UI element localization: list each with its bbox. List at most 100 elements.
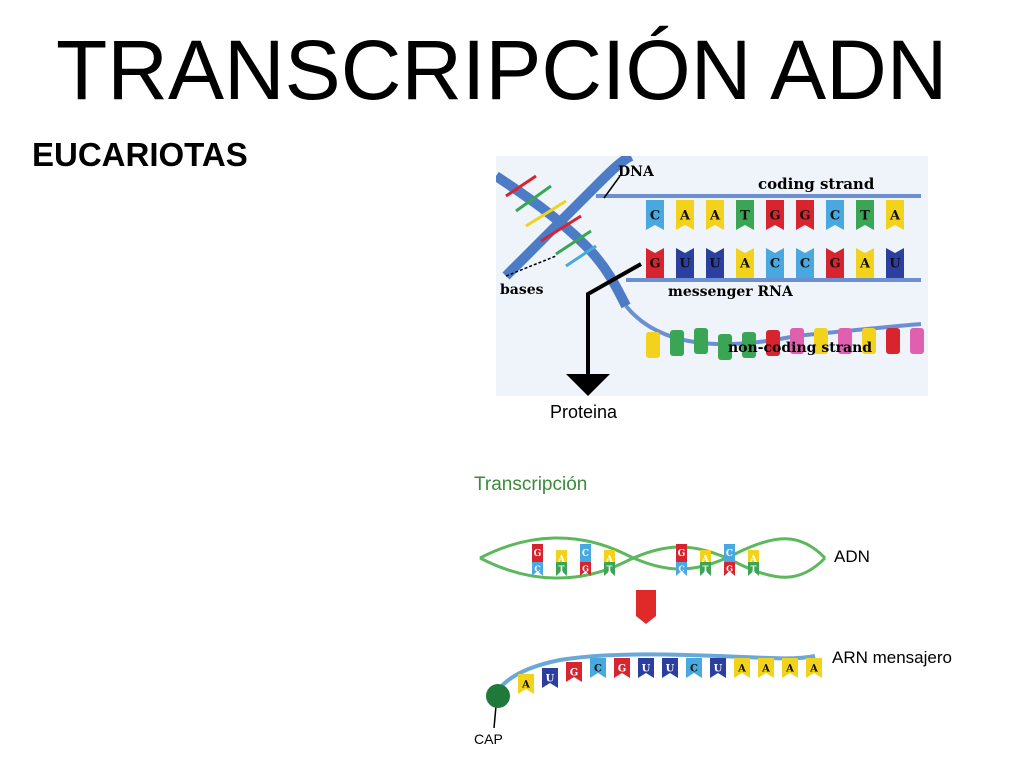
dna-base-bottom: T — [748, 562, 759, 576]
noncoding-base — [886, 328, 900, 354]
noncoding-base — [646, 332, 660, 358]
mrna-base: A — [782, 658, 798, 678]
noncoding-base — [862, 328, 876, 354]
svg-text:A: A — [809, 663, 818, 674]
dna-base-bottom: G — [580, 562, 591, 576]
noncoding-base — [742, 332, 756, 358]
mrna-base: U — [710, 658, 726, 678]
dna-double-helix — [479, 536, 827, 580]
svg-text:A: A — [785, 663, 794, 674]
arrow-to-protein — [566, 262, 642, 396]
mrna-bases: A U G C G U U C U A A A A — [518, 658, 822, 694]
noncoding-strand-bases — [646, 328, 924, 360]
noncoding-base — [910, 328, 924, 354]
svg-text:U: U — [714, 663, 723, 674]
svg-text:A: A — [749, 555, 758, 565]
noncoding-base — [766, 330, 780, 356]
noncoding-base — [790, 328, 804, 354]
coding-base: C — [826, 200, 844, 230]
coding-base: G — [796, 200, 814, 230]
svg-text:G: G — [534, 549, 542, 559]
svg-text:G: G — [678, 549, 686, 559]
label-noncoding-strand: non-coding strand — [728, 340, 872, 356]
svg-text:G: G — [726, 564, 733, 574]
noncoding-base — [814, 328, 828, 354]
svg-text:C: C — [650, 208, 660, 223]
noncoding-base — [694, 328, 708, 354]
svg-text:G: G — [582, 564, 589, 574]
dna-helix — [496, 156, 634, 309]
noncoding-base — [838, 328, 852, 354]
svg-text:G: G — [618, 663, 627, 674]
slide-title: TRANSCRIPCIÓN ADN — [56, 23, 948, 117]
slide-subtitle: EUCARIOTAS — [32, 136, 248, 173]
svg-text:C: C — [582, 549, 589, 559]
label-dna: DNA — [618, 164, 655, 180]
svg-text:T: T — [860, 208, 870, 223]
svg-text:A: A — [761, 663, 770, 674]
svg-text:T: T — [751, 564, 757, 574]
svg-text:U: U — [642, 663, 651, 674]
svg-text:G: G — [799, 208, 810, 223]
label-protein: Proteina — [550, 402, 618, 422]
dna-base-bottom: G — [724, 562, 735, 576]
dna-base-top: G — [532, 544, 543, 562]
svg-text:G: G — [649, 256, 660, 271]
svg-text:C: C — [690, 663, 698, 674]
mrna-base: U — [662, 658, 678, 678]
svg-text:C: C — [594, 663, 602, 674]
label-coding-strand: coding strand — [758, 175, 875, 193]
label-adn: ADN — [834, 547, 870, 566]
transcription-arrow — [636, 590, 656, 624]
mrna-base: A — [736, 248, 754, 278]
mrna-base: U — [638, 658, 654, 678]
label-arn-mensajero: ARN mensajero — [832, 648, 952, 667]
coding-base: G — [766, 200, 784, 230]
svg-text:A: A — [739, 256, 751, 271]
svg-text:G: G — [570, 667, 579, 678]
svg-text:A: A — [737, 663, 746, 674]
dna-base-top: C — [580, 544, 591, 562]
svg-text:U: U — [546, 673, 555, 684]
svg-text:T: T — [740, 208, 750, 223]
mrna-base: C — [796, 248, 814, 278]
mrna-base: G — [614, 658, 630, 678]
mrna-base: U — [676, 248, 694, 278]
dna-base-bottom: T — [604, 562, 615, 576]
coding-base: A — [706, 200, 724, 230]
svg-text:C: C — [830, 208, 840, 223]
mrna-base: C — [590, 658, 606, 678]
label-messenger-rna: messenger RNA — [668, 284, 794, 300]
svg-text:G: G — [829, 256, 840, 271]
dna-base-bottom: T — [700, 562, 711, 576]
svg-text:C: C — [678, 564, 684, 574]
coding-base: C — [646, 200, 664, 230]
noncoding-base — [718, 334, 732, 360]
dna-base-top: C — [724, 544, 735, 562]
svg-text:U: U — [666, 663, 675, 674]
svg-text:A: A — [701, 555, 710, 565]
svg-text:C: C — [726, 549, 733, 559]
label-bases: bases — [500, 282, 544, 298]
mrna-base: U — [542, 668, 558, 688]
mrna-base: U — [706, 248, 724, 278]
svg-text:U: U — [679, 256, 691, 271]
mrna-base: G — [826, 248, 844, 278]
mrna-base: A — [734, 658, 750, 678]
coding-base: A — [676, 200, 694, 230]
svg-text:T: T — [559, 564, 565, 574]
mrna-base: A — [806, 658, 822, 678]
svg-text:C: C — [800, 256, 810, 271]
mrna-base: C — [766, 248, 784, 278]
svg-text:A: A — [709, 208, 721, 223]
coding-base: T — [736, 200, 754, 230]
coding-base: A — [886, 200, 904, 230]
mrna-base: A — [758, 658, 774, 678]
mrna-base: G — [566, 662, 582, 682]
svg-text:A: A — [521, 679, 530, 690]
cap-icon — [486, 684, 510, 708]
